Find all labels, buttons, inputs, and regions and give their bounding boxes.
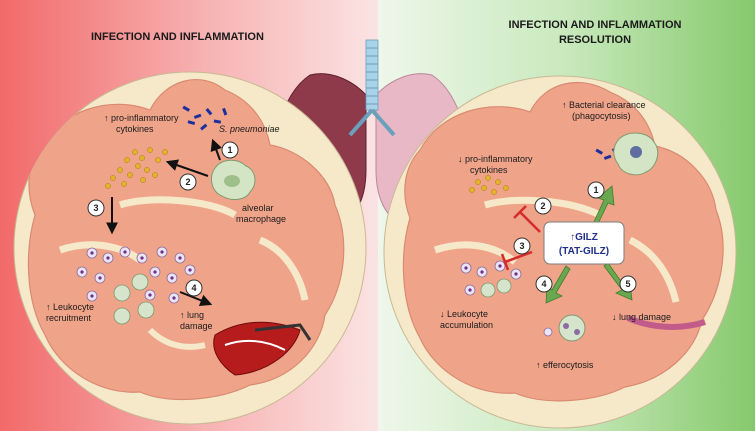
blood-vessel-icon: [213, 321, 301, 376]
left-title: INFECTION AND INFLAMMATION: [91, 31, 264, 43]
right-cytokines-label-1: ↓ pro-inflammatory: [458, 154, 533, 164]
left-macrophage-label-1: alveolar: [242, 203, 274, 213]
left-alveolus-tissue: [27, 79, 345, 401]
left-pathogen-label: S. pneumoniae: [219, 124, 280, 134]
right-step-4: 4: [541, 279, 546, 289]
arrow-2-left: [165, 159, 209, 177]
macrophage-icon: [613, 132, 659, 176]
neutrophil-icon: [460, 260, 586, 342]
right-title-2: RESOLUTION: [559, 34, 631, 46]
cytokine-icon: [105, 147, 168, 189]
left-damage-label-1: ↑ lung: [180, 310, 204, 320]
left-step-badges: [87, 141, 239, 297]
left-step-2: 2: [185, 177, 190, 187]
left-macrophage-label-2: macrophage: [236, 214, 286, 224]
right-clearance-label-2: (phagocytosis): [572, 111, 631, 121]
right-step-3: 3: [519, 241, 524, 251]
right-accumulation-label-1: ↓ Leukocyte: [440, 309, 488, 319]
neutrophil-icon: [76, 246, 201, 325]
right-cytokines-label-2: cytokines: [470, 165, 508, 175]
left-recruitment-label-1: ↑ Leukocyte: [46, 302, 94, 312]
left-damage-label-2: damage: [180, 321, 213, 331]
right-step-badges: [513, 181, 637, 293]
left-cytokines-label-2: cytokines: [116, 124, 154, 134]
gilz-label-2: (TAT-GILZ): [559, 246, 609, 257]
right-vessel: [626, 315, 706, 330]
right-step-1: 1: [593, 185, 598, 195]
left-recruitment-label-2: recruitment: [46, 313, 92, 323]
left-step-3: 3: [93, 203, 98, 213]
arrow-4-left: [179, 291, 213, 307]
left-cytokines-label-1: ↑ pro-inflammatory: [104, 113, 179, 123]
right-step-5: 5: [625, 279, 630, 289]
inhibit-arrows: [500, 205, 541, 271]
macrophage-icon: [211, 159, 256, 200]
cytokine-icon: [469, 175, 509, 195]
arrow-1-left: [210, 138, 222, 161]
right-clearance-label-1: ↑ Bacterial clearance: [562, 100, 646, 110]
right-step-2: 2: [540, 201, 545, 211]
right-title-1: INFECTION AND INFLAMMATION: [509, 19, 682, 31]
gilz-box: [543, 221, 625, 265]
left-step-4: 4: [191, 283, 196, 293]
right-efferocytosis-label: ↑ efferocytosis: [536, 360, 594, 370]
gilz-label-1: ↑GILZ: [570, 232, 598, 243]
right-damage-label: ↓ lung damage: [612, 312, 671, 322]
bacteria-icon: [182, 105, 228, 131]
left-step-1: 1: [227, 145, 232, 155]
right-accumulation-label-2: accumulation: [440, 320, 493, 330]
